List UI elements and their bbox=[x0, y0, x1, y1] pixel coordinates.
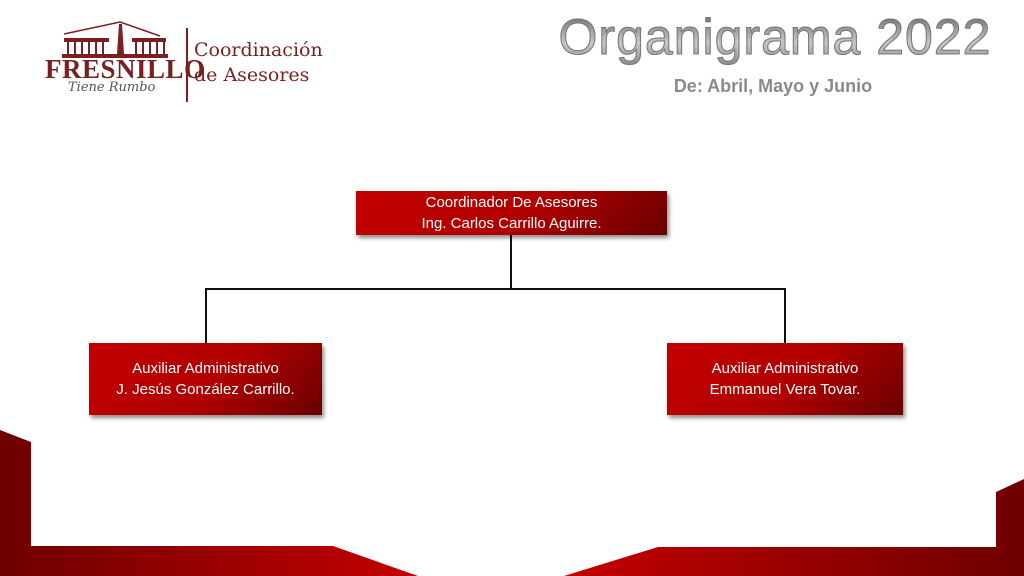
node-person: J. Jesús González Carrillo. bbox=[116, 381, 295, 398]
department-line-2: de Asesores bbox=[194, 64, 310, 86]
connector-left-down bbox=[205, 288, 207, 343]
org-node-child-2: Auxiliar Administrativo Emmanuel Vera To… bbox=[667, 343, 903, 415]
org-node-root: Coordinador De Asesores Ing. Carlos Carr… bbox=[356, 191, 667, 235]
frame-left-shape bbox=[0, 430, 418, 576]
connector-horizontal bbox=[205, 288, 786, 290]
node-role: Auxiliar Administrativo bbox=[132, 360, 279, 377]
page-subtitle: De: Abril, Mayo y Junio bbox=[673, 76, 873, 96]
logo-name: FRESNILLO bbox=[45, 54, 206, 84]
department-name: Coordinación de Asesores bbox=[194, 38, 323, 88]
frame-right-shape bbox=[564, 479, 1024, 576]
org-node-child-1: Auxiliar Administrativo J. Jesús Gonzále… bbox=[89, 343, 322, 415]
node-role: Auxiliar Administrativo bbox=[711, 360, 859, 377]
node-person: Ing. Carlos Carrillo Aguirre. bbox=[421, 215, 602, 232]
node-person: Emmanuel Vera Tovar. bbox=[709, 381, 861, 398]
page-title: Organigrama 2022 bbox=[540, 8, 1010, 66]
connector-root-down bbox=[510, 235, 512, 290]
building-logo-icon bbox=[62, 21, 168, 58]
logo-divider bbox=[186, 28, 188, 102]
node-role: Coordinador De Asesores bbox=[425, 194, 598, 211]
department-line-1: Coordinación bbox=[194, 39, 323, 61]
connector-right-down bbox=[784, 288, 786, 343]
logo-tagline: Tiene Rumbo bbox=[68, 80, 156, 95]
